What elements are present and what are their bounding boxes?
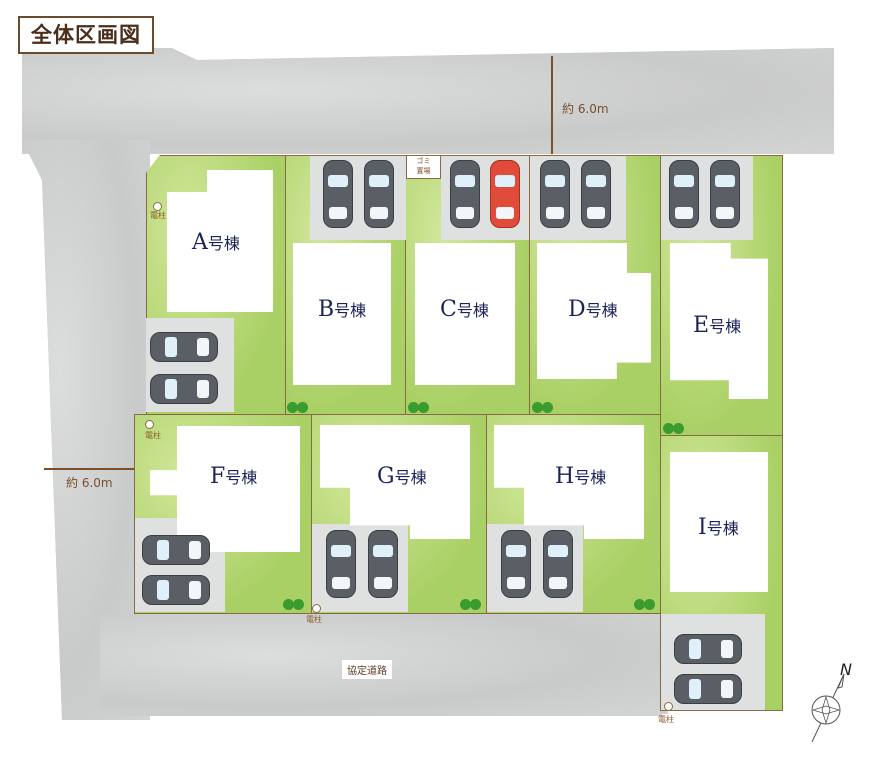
tree-icon xyxy=(297,402,308,413)
car-icon xyxy=(674,674,742,704)
compass-icon: N xyxy=(800,660,860,750)
label-I: I号棟 xyxy=(698,515,739,540)
building-I xyxy=(670,452,768,592)
car-icon xyxy=(669,160,699,228)
car-icon xyxy=(150,374,218,404)
tree-icon xyxy=(283,599,294,610)
building-E xyxy=(670,243,768,399)
car-icon xyxy=(368,530,398,598)
label-F: F号棟 xyxy=(210,464,258,489)
dimension-arrow-top xyxy=(551,56,553,154)
tree-icon xyxy=(418,402,429,413)
tree-icon xyxy=(293,599,304,610)
road-bottom xyxy=(100,614,662,716)
car-icon xyxy=(540,160,570,228)
label-G: G号棟 xyxy=(377,464,427,489)
label-B: B号棟 xyxy=(318,297,367,322)
utility-pole-icon xyxy=(145,420,154,429)
page-title: 全体区画図 xyxy=(18,16,154,54)
label-A: A号棟 xyxy=(192,230,240,255)
car-icon xyxy=(323,160,353,228)
building-B xyxy=(293,243,391,385)
road-top-width: 約 6.0m xyxy=(562,102,609,116)
tree-icon xyxy=(634,599,645,610)
label-C: C号棟 xyxy=(440,297,489,322)
tree-icon xyxy=(663,423,674,434)
garbage-area: ゴミ置場 xyxy=(406,155,441,179)
car-icon xyxy=(543,530,573,598)
car-icon xyxy=(142,575,210,605)
building-C xyxy=(415,243,515,385)
road-left-width: 約 6.0m xyxy=(66,476,113,490)
car-icon xyxy=(150,332,218,362)
compass-north-label: N xyxy=(840,660,852,679)
car-icon xyxy=(142,535,210,565)
road-bottom-label: 協定道路 xyxy=(342,660,392,679)
car-icon xyxy=(581,160,611,228)
garbage-label-2: 置場 xyxy=(416,167,431,175)
highlighted-car-icon xyxy=(490,160,520,228)
car-icon xyxy=(326,530,356,598)
utility-pole-label: 電柱 xyxy=(658,715,674,724)
tree-icon xyxy=(287,402,298,413)
tree-icon xyxy=(673,423,684,434)
dimension-arrow-left xyxy=(44,468,138,470)
label-H: H号棟 xyxy=(555,464,607,489)
road-top xyxy=(22,48,834,154)
utility-pole-icon xyxy=(153,202,162,211)
utility-pole-label: 電柱 xyxy=(150,211,166,220)
building-A xyxy=(167,170,273,312)
utility-pole-icon xyxy=(664,702,673,711)
utility-pole-label: 電柱 xyxy=(306,615,322,624)
utility-pole-label: 電柱 xyxy=(145,431,161,440)
tree-icon xyxy=(532,402,543,413)
tree-icon xyxy=(542,402,553,413)
label-E: E号棟 xyxy=(693,313,742,338)
car-icon xyxy=(501,530,531,598)
label-D: D号棟 xyxy=(568,297,618,322)
tree-icon xyxy=(408,402,419,413)
tree-icon xyxy=(644,599,655,610)
car-icon xyxy=(364,160,394,228)
tree-icon xyxy=(460,599,471,610)
garbage-label-1: ゴミ xyxy=(416,157,431,165)
car-icon xyxy=(710,160,740,228)
utility-pole-icon xyxy=(312,604,321,613)
car-icon xyxy=(450,160,480,228)
tree-icon xyxy=(470,599,481,610)
car-icon xyxy=(674,634,742,664)
